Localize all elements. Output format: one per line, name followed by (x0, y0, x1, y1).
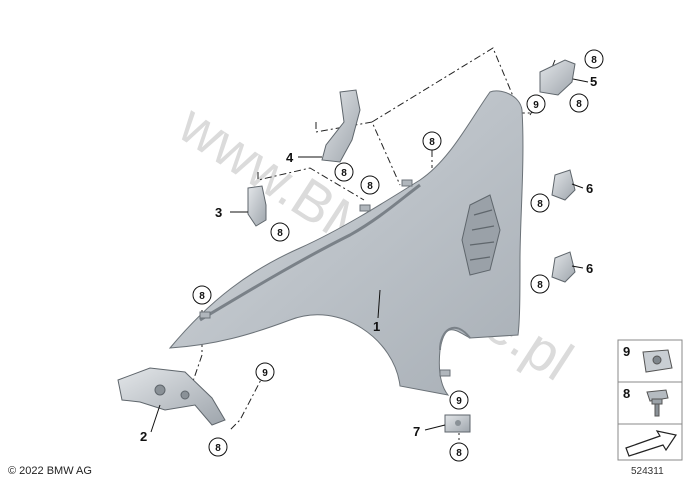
lower-support-bracket (117, 367, 226, 426)
svg-text:8: 8 (537, 199, 543, 210)
direction-arrow-icon (625, 430, 677, 457)
number-leaders (150, 78, 589, 433)
callout-6-lower: 6 (586, 261, 593, 276)
callout-6-upper: 6 (586, 181, 593, 196)
bracket-7 (444, 414, 471, 433)
svg-text:8: 8 (367, 181, 373, 192)
callout-5: 5 (590, 74, 597, 89)
circle-9: 9 (526, 94, 546, 114)
circle-8: 8 (584, 49, 604, 69)
circle-8: 8 (192, 285, 212, 305)
callout-7: 7 (413, 424, 420, 439)
svg-text:8: 8 (341, 168, 347, 179)
circle-8: 8 (208, 437, 228, 457)
diagram-number: 524311 (631, 466, 664, 477)
circle-8: 8 (530, 193, 550, 213)
circle-9: 9 (449, 390, 469, 410)
callout-2: 2 (140, 429, 147, 444)
circle-8: 8 (530, 274, 550, 294)
svg-text:9: 9 (533, 100, 539, 111)
hex-screw-icon (646, 389, 669, 417)
legend-num-9: 9 (623, 344, 630, 359)
callout-3: 3 (215, 205, 222, 220)
bracket-3 (247, 185, 267, 227)
bracket-5 (539, 59, 576, 96)
circle-8: 8 (334, 162, 354, 182)
svg-text:9: 9 (262, 368, 268, 379)
circle-8: 8 (422, 131, 442, 151)
svg-text:8: 8 (576, 99, 582, 110)
svg-text:8: 8 (215, 443, 221, 454)
bracket-6-lower (551, 251, 576, 283)
svg-text:8: 8 (277, 228, 283, 239)
front-fender (168, 90, 524, 396)
svg-text:8: 8 (456, 448, 462, 459)
circle-9: 9 (255, 362, 275, 382)
fastener-callouts: 8 8 9 8 8 8 8 8 8 8 9 8 9 8 (192, 49, 604, 462)
legend-num-8: 8 (623, 386, 630, 401)
svg-text:9: 9 (456, 396, 462, 407)
circle-8: 8 (569, 93, 589, 113)
circle-8: 8 (449, 442, 469, 462)
bracket-4 (321, 89, 361, 163)
svg-text:8: 8 (537, 280, 543, 291)
fastener-legend: 9 8 (617, 339, 683, 461)
callout-1: 1 (373, 319, 380, 334)
clip-nut-icon (642, 349, 673, 373)
svg-text:8: 8 (429, 137, 435, 148)
svg-text:8: 8 (591, 55, 597, 66)
svg-text:8: 8 (199, 291, 205, 302)
circle-8: 8 (270, 222, 290, 242)
callout-4: 4 (286, 150, 294, 165)
circle-8: 8 (360, 175, 380, 195)
bracket-6-upper (551, 169, 576, 201)
copyright-notice: © 2022 BMW AG (8, 465, 92, 477)
